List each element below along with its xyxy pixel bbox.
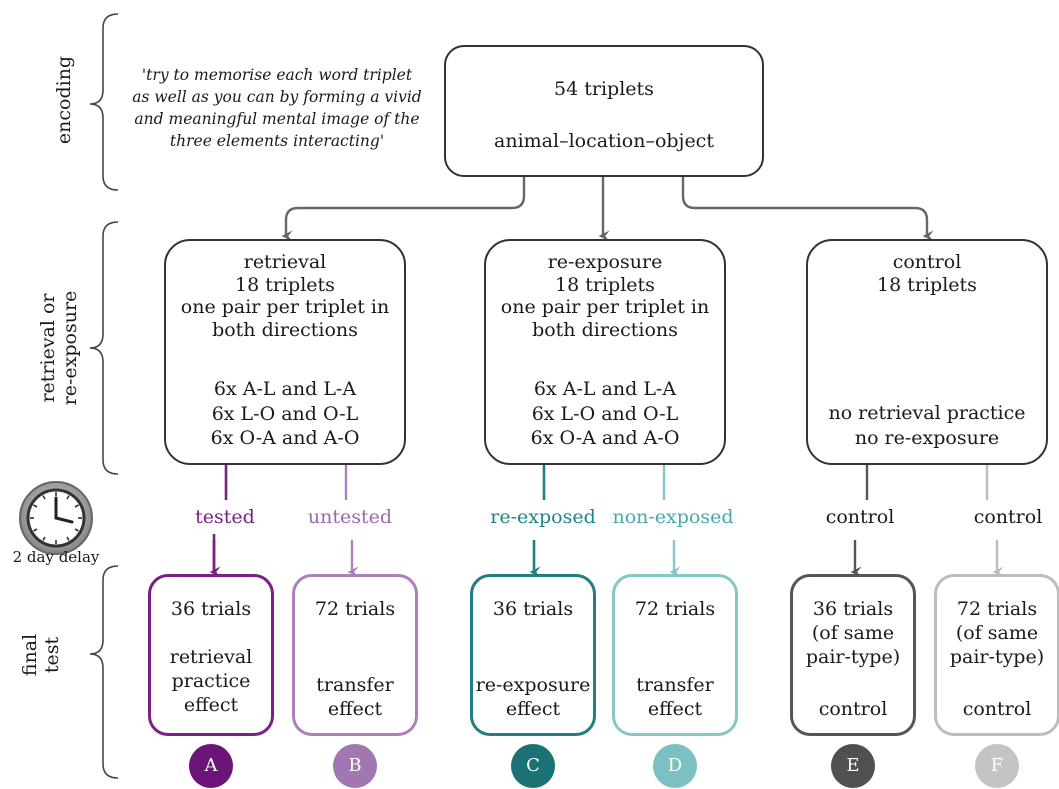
final-box-trials: 36 trials (of same pair-type) xyxy=(805,598,901,668)
retrieval-bracket xyxy=(89,221,119,475)
branch-label-reexposed: re-exposed xyxy=(490,506,596,528)
reexposure-box-pairs: 6x A-L and L-A 6x L-O and O-L 6x O-A and… xyxy=(530,378,680,449)
arrow-to-control xyxy=(681,176,934,242)
final-box-effect: control xyxy=(962,698,1032,720)
encoding-instruction: 'try to memorise each word triplet as we… xyxy=(132,66,422,150)
branch-label-control-f: control xyxy=(973,506,1043,528)
reexposure-box-head: re-exposure 18 triplets one pair per tri… xyxy=(500,251,710,341)
final-box-effect: retrieval practice effect xyxy=(169,646,253,716)
branch-label-control-e: control xyxy=(825,506,895,528)
condition-badge-b: B xyxy=(333,744,377,788)
final-box-trials: 72 trials (of same pair-type) xyxy=(949,598,1045,668)
retrieval-box-pairs: 6x A-L and L-A 6x L-O and O-L 6x O-A and… xyxy=(210,378,360,449)
final-box-a: 36 trials retrieval practice effect xyxy=(148,574,274,736)
final-bracket xyxy=(89,565,119,779)
final-box-trials: 36 trials xyxy=(492,598,574,620)
final-box-trials: 72 trials xyxy=(314,598,396,620)
stage-brackets xyxy=(89,13,119,779)
encoding-box-structure: animal–location–object xyxy=(494,130,714,152)
final-box-b: 72 trials transfer effect xyxy=(292,574,418,736)
encoding-box: 54 triplets animal–location–object xyxy=(444,45,764,177)
arrow-to-retrieval xyxy=(281,176,526,242)
clock-icon xyxy=(19,481,93,555)
final-box-effect: transfer effect xyxy=(636,674,714,720)
delay-label: 2 day delay xyxy=(12,548,100,566)
control-box: control 18 triplets no retrieval practic… xyxy=(806,239,1048,465)
final-box-trials: 72 trials xyxy=(634,598,716,620)
final-box-effect: re-exposure effect xyxy=(475,674,591,720)
reexposure-box: re-exposure 18 triplets one pair per tri… xyxy=(484,239,726,465)
final-box-c: 36 trials re-exposure effect xyxy=(470,574,596,736)
final-box-f: 72 trials (of same pair-type) control xyxy=(934,574,1059,736)
condition-badge-f: F xyxy=(975,744,1019,788)
encoding-box-count: 54 triplets xyxy=(554,78,654,100)
condition-badge-a: A xyxy=(189,744,233,788)
condition-badge-e: E xyxy=(831,744,875,788)
final-box-effect: control xyxy=(818,698,888,720)
final-box-e: 36 trials (of same pair-type) control xyxy=(790,574,916,736)
final-box-d: 72 trials transfer effect xyxy=(612,574,738,736)
condition-badge-d: D xyxy=(653,744,697,788)
control-box-head: control 18 triplets xyxy=(877,251,977,296)
encoding-bracket xyxy=(89,13,119,191)
branch-label-tested: tested xyxy=(195,506,255,528)
retrieval-box: retrieval 18 triplets one pair per tripl… xyxy=(164,239,406,465)
final-box-trials: 36 trials xyxy=(170,598,252,620)
final-box-effect: transfer effect xyxy=(316,674,394,720)
branch-label-untested: untested xyxy=(307,506,393,528)
condition-badge-c: C xyxy=(511,744,555,788)
retrieval-box-head: retrieval 18 triplets one pair per tripl… xyxy=(180,251,390,341)
branch-label-nonexposed: non-exposed xyxy=(612,506,734,528)
control-box-note: no retrieval practice no re-exposure xyxy=(828,402,1026,449)
